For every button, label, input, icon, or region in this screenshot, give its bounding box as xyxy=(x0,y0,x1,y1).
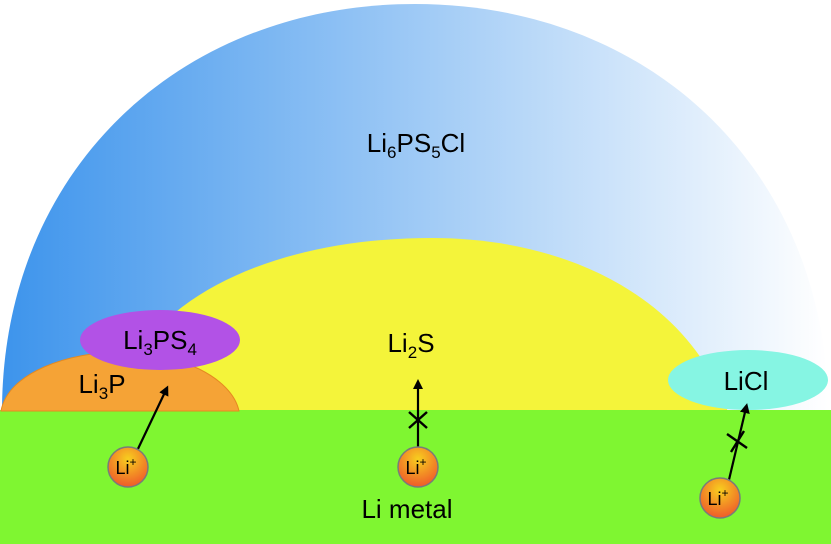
blocked-cross-icon xyxy=(408,411,428,429)
li-metal-label: Li metal xyxy=(361,494,452,524)
electrolyte-label-end: Cl xyxy=(441,128,466,158)
svg-text:Li+: Li+ xyxy=(405,455,426,478)
li2s-dome xyxy=(105,238,728,412)
li-ion-left-sup: + xyxy=(130,455,137,469)
li2s-label-mid: S xyxy=(417,328,434,358)
blocked-cross-icon xyxy=(726,430,748,453)
li3p-label: Li3P xyxy=(78,369,125,403)
li-ion-center-sup: + xyxy=(420,455,427,469)
li-ion-right: Li+ xyxy=(699,477,741,519)
li-ion-center: Li+ xyxy=(397,446,439,488)
li3ps4-label-mid: PS xyxy=(153,325,188,355)
li3ps4-ellipse xyxy=(80,310,240,370)
li-ion-left: Li+ xyxy=(107,446,149,488)
electrolyte-label-base: Li xyxy=(367,128,387,158)
li2s-label: Li2S xyxy=(387,328,434,362)
electrolyte-label-mid: PS xyxy=(397,128,432,158)
li-ion-left-base: Li xyxy=(115,458,129,478)
electrolyte-label: Li6PS5Cl xyxy=(367,128,465,162)
li3ps4-label: Li3PS4 xyxy=(123,325,197,359)
li2s-label-base: Li xyxy=(387,328,407,358)
li3p-label-base: Li xyxy=(78,369,98,399)
svg-text:Li+: Li+ xyxy=(115,455,136,478)
electrolyte-label-sub1: 6 xyxy=(387,143,396,162)
li3ps4-label-sub2: 4 xyxy=(187,340,196,359)
li3ps4-label-base: Li xyxy=(123,325,143,355)
arrow-to-licl-blocked xyxy=(726,403,750,485)
licl-label: LiCl xyxy=(724,366,769,396)
li3p-label-mid: P xyxy=(108,369,125,399)
li2s-label-sub: 2 xyxy=(408,343,417,362)
li-ion-center-base: Li xyxy=(405,458,419,478)
li3ps4-label-sub1: 3 xyxy=(143,340,152,359)
arrow-to-li3ps4 xyxy=(135,385,169,454)
li-ion-right-sup: + xyxy=(722,486,729,500)
svg-text:Li+: Li+ xyxy=(707,486,728,509)
li3p-label-sub: 3 xyxy=(99,384,108,403)
li-ion-right-base: Li xyxy=(707,489,721,509)
licl-ellipse xyxy=(668,350,828,410)
electrolyte-label-sub2: 5 xyxy=(431,143,440,162)
